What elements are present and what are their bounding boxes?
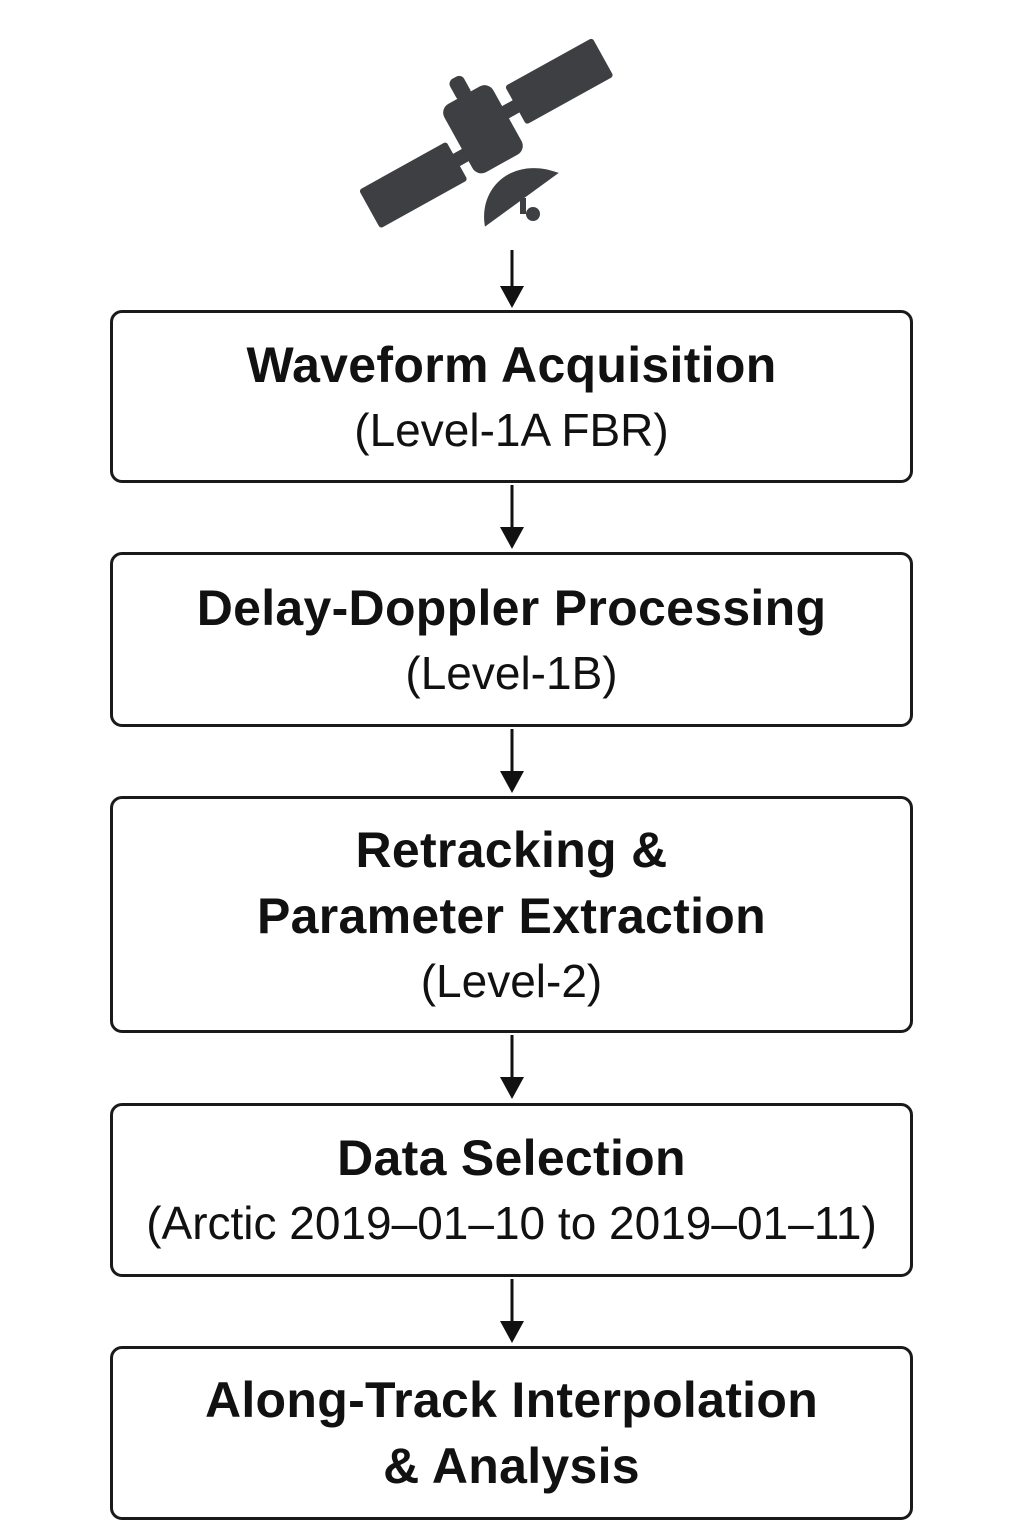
flow-arrow	[497, 1035, 527, 1101]
step-title: Delay-Doppler Processing	[196, 579, 827, 636]
flow-arrow	[497, 729, 527, 795]
step-title: Retracking & Parameter Extraction	[256, 821, 766, 944]
satellite-icon	[359, 38, 613, 228]
step-delay-doppler-processing: Delay-Doppler Processing (Level-1B)	[110, 552, 913, 727]
flow-arrow	[497, 250, 527, 310]
step-title: Waveform Acquisition	[246, 336, 777, 393]
step-waveform-acquisition: Waveform Acquisition (Level-1A FBR)	[110, 310, 913, 483]
step-title: Along-Track Interpolation & Analysis	[204, 1372, 819, 1494]
step-along-track-interpolation: Along-Track Interpolation & Analysis	[110, 1346, 913, 1520]
step-subtitle: (Level-2)	[420, 954, 603, 1007]
step-title: Data Selection	[337, 1130, 686, 1186]
flow-arrow	[497, 485, 527, 551]
flow-arrow	[497, 1279, 527, 1345]
step-data-selection: Data Selection (Arctic 2019–01–10 to 201…	[110, 1103, 913, 1277]
step-subtitle: (Arctic 2019–01–10 to 2019–01–11)	[146, 1197, 877, 1249]
step-retracking-parameter-extraction: Retracking & Parameter Extraction (Level…	[110, 796, 913, 1033]
step-subtitle: (Level-1A FBR)	[354, 403, 669, 456]
step-subtitle: (Level-1B)	[405, 646, 618, 699]
